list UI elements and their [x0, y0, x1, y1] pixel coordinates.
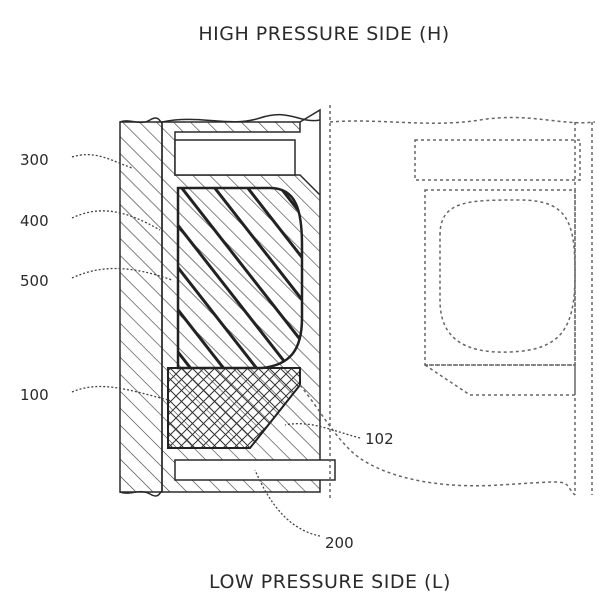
label-200: 200	[325, 534, 354, 552]
contact-line-102	[299, 384, 576, 496]
label-100: 100	[20, 386, 49, 404]
high-pressure-title: HIGH PRESSURE SIDE (H)	[198, 23, 449, 45]
wall-300	[119, 117, 163, 497]
label-102: 102	[365, 430, 394, 448]
low-pressure-title: LOW PRESSURE SIDE (L)	[209, 571, 451, 593]
label-300: 300	[20, 151, 49, 169]
seal-ring-500	[176, 186, 304, 370]
mirror-part	[329, 105, 596, 500]
label-400: 400	[20, 212, 49, 230]
backup-ring-100	[167, 367, 301, 449]
leader-lines	[71, 153, 361, 537]
label-500: 500	[20, 272, 49, 290]
